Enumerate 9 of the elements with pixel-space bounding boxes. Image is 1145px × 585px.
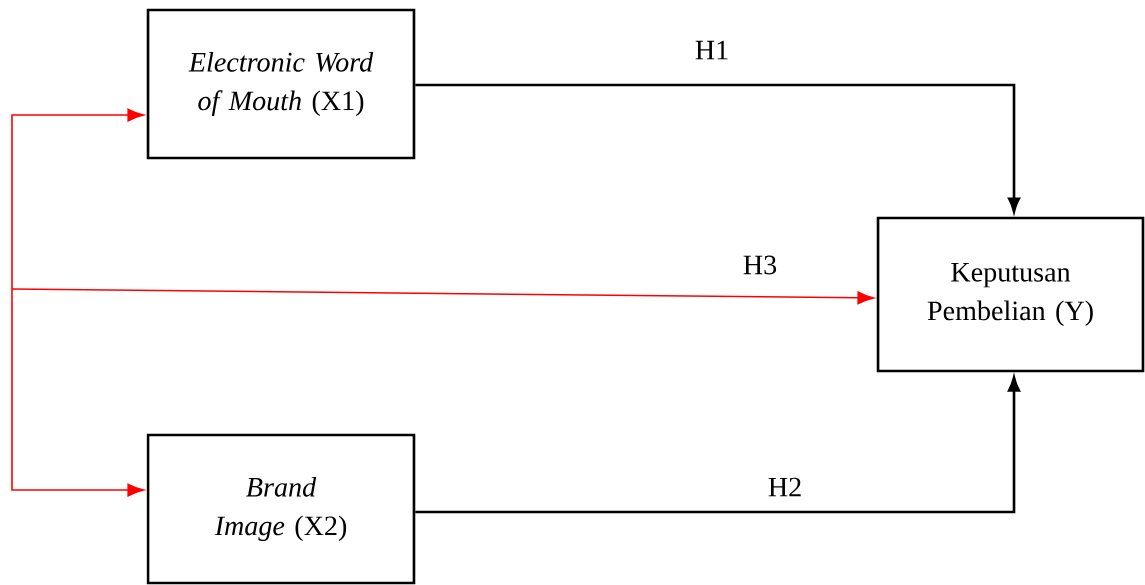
edge-label: H3 <box>739 252 781 278</box>
edge-label: H1 <box>691 37 733 63</box>
edge-label: H2 <box>764 474 806 500</box>
variable-box: Keputusan Pembelian (Y) <box>876 216 1145 373</box>
variable-box: Electronic Word of Mouth (X1) <box>146 8 416 160</box>
variable-box: Brand Image (X2) <box>146 433 416 585</box>
arrow <box>11 288 145 497</box>
arrow <box>11 288 875 305</box>
arrow <box>11 108 145 290</box>
